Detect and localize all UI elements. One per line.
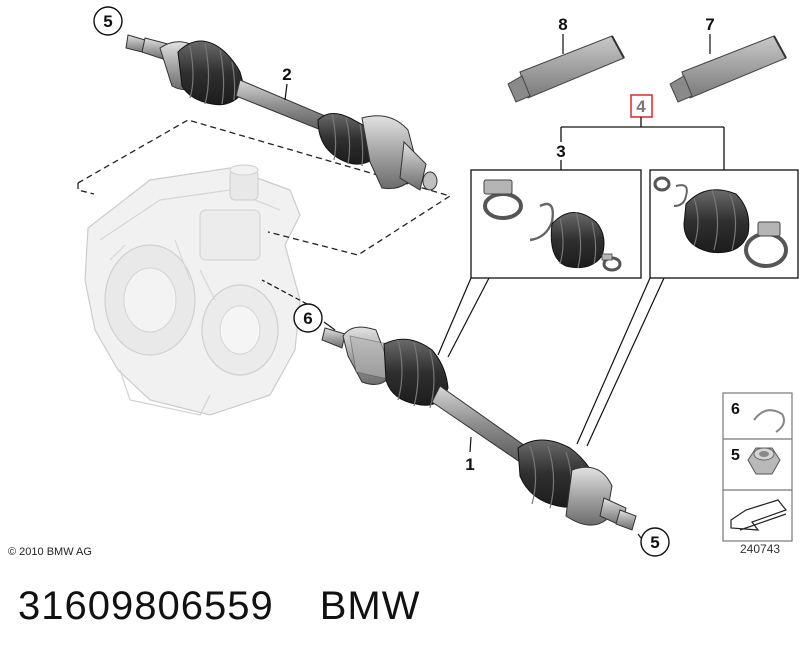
grease-tube-8[interactable] xyxy=(507,35,625,103)
legend-nut-num: 5 xyxy=(731,447,740,464)
callout-2[interactable]: 2 xyxy=(282,65,291,84)
copyright-text: © 2010 BMW AG xyxy=(8,546,92,558)
boot-kit-outer-box[interactable] xyxy=(649,169,799,279)
callout-6[interactable]: 6 xyxy=(293,303,323,333)
part-number: 31609806559 xyxy=(18,584,274,628)
callout-8[interactable]: 8 xyxy=(558,15,567,34)
legend-circlip-num: 6 xyxy=(731,401,740,418)
kit-leader-lines xyxy=(437,277,665,447)
legend-circlip-icon xyxy=(753,409,785,433)
svg-text:5: 5 xyxy=(103,12,112,31)
footer-part-line: 31609806559 BMW xyxy=(18,584,420,629)
callout-5-top[interactable]: 5 xyxy=(93,6,123,36)
svg-text:6: 6 xyxy=(303,309,312,328)
legend-arrow-icon xyxy=(730,499,787,531)
kit-bracket-lines xyxy=(560,117,725,170)
callout-3[interactable]: 3 xyxy=(556,142,565,161)
legend-panel: 6 5 xyxy=(722,392,793,542)
gearbox-illustration xyxy=(84,164,301,416)
boot-kit-outer-parts xyxy=(653,176,788,268)
brand-name: BMW xyxy=(319,584,421,628)
grease-tube-7[interactable] xyxy=(669,35,787,103)
boot-kit-inner-parts xyxy=(483,179,622,272)
callout-4[interactable]: 4 xyxy=(636,97,646,116)
circlip-leader-short xyxy=(323,321,336,331)
legend-nut-icon xyxy=(747,447,781,475)
callout-7[interactable]: 7 xyxy=(705,15,714,34)
drive-shaft-right[interactable] xyxy=(321,326,637,531)
circlip-leader xyxy=(261,279,308,305)
drive-shaft-left[interactable] xyxy=(125,34,438,191)
drawing-number: 240743 xyxy=(740,542,780,556)
svg-text:5: 5 xyxy=(650,533,659,552)
callout-1[interactable]: 1 xyxy=(465,455,474,474)
callout-5-bottom[interactable]: 5 xyxy=(640,527,670,557)
boot-kit-inner-box[interactable] xyxy=(470,169,642,279)
dashed-group-outline xyxy=(77,119,452,256)
